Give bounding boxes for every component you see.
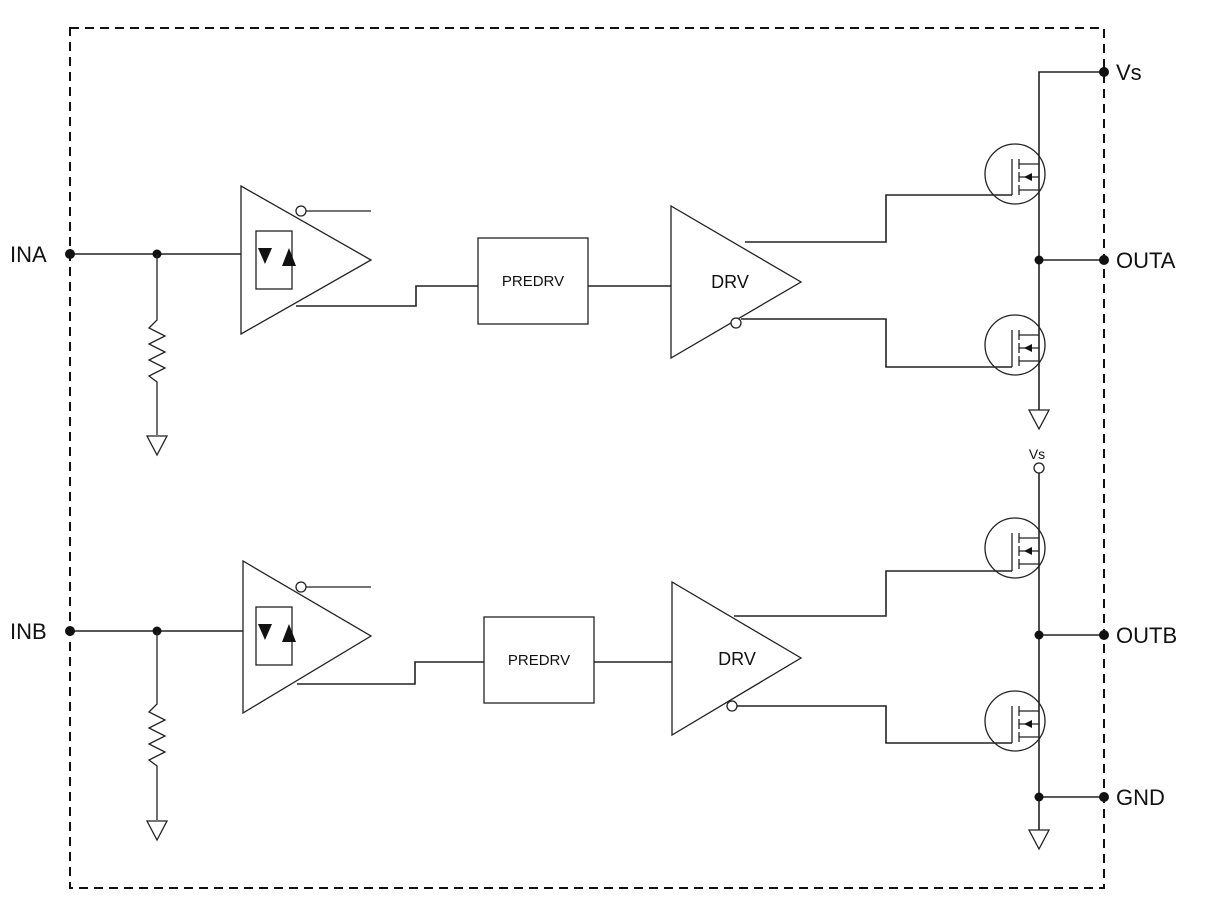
ground-symbol: [1027, 829, 1051, 851]
pin-label-outa: OUTA: [1116, 248, 1176, 273]
pulldown-resistor-b: [145, 631, 169, 842]
low-side-mosfet-b: [984, 690, 1046, 752]
vs-internal-terminal: [1033, 462, 1045, 474]
outa-pin-dot: [1099, 255, 1109, 265]
ground-symbol: [145, 820, 169, 842]
outb-pin-dot: [1099, 630, 1109, 640]
pulldown-resistor-a: [145, 254, 169, 457]
vs-internal-label: Vs: [1029, 446, 1045, 462]
gnd-pin-dot: [1099, 792, 1109, 802]
inb-pin-dot: [65, 626, 75, 636]
outb-node-dot: [1034, 630, 1044, 640]
channel-b: PREDRV DRV: [65, 446, 1104, 851]
pin-label-inb: INB: [10, 619, 47, 644]
predrv-block-a: [477, 237, 589, 325]
drv-label-b: DRV: [718, 649, 756, 669]
predrv-block-b: [483, 616, 595, 704]
high-side-mosfet-a: [984, 143, 1046, 205]
predrv-label-a: PREDRV: [502, 273, 564, 290]
ina-pin-dot: [65, 249, 75, 259]
ground-symbol: [145, 435, 169, 457]
channel-a: PREDRV DRV: [65, 71, 1104, 457]
drv-label-a: DRV: [711, 272, 749, 292]
pin-label-outb: OUTB: [1116, 623, 1177, 648]
schmitt-buffer-b: [242, 559, 373, 715]
predrv-label-b: PREDRV: [508, 652, 570, 669]
vs-pin-dot: [1099, 67, 1109, 77]
drv-block-b: [671, 580, 803, 737]
pin-label-gnd: GND: [1116, 785, 1165, 810]
outa-node-dot: [1034, 255, 1044, 265]
low-side-mosfet-a: [984, 314, 1046, 376]
package-outline: [69, 27, 1105, 889]
schmitt-buffer-a: [240, 184, 373, 336]
pin-label-ina: INA: [10, 242, 47, 267]
gnd-node-dot: [1034, 792, 1044, 802]
ground-symbol: [1027, 409, 1051, 431]
pin-label-vs: Vs: [1116, 60, 1142, 85]
high-side-mosfet-b: [984, 517, 1046, 579]
